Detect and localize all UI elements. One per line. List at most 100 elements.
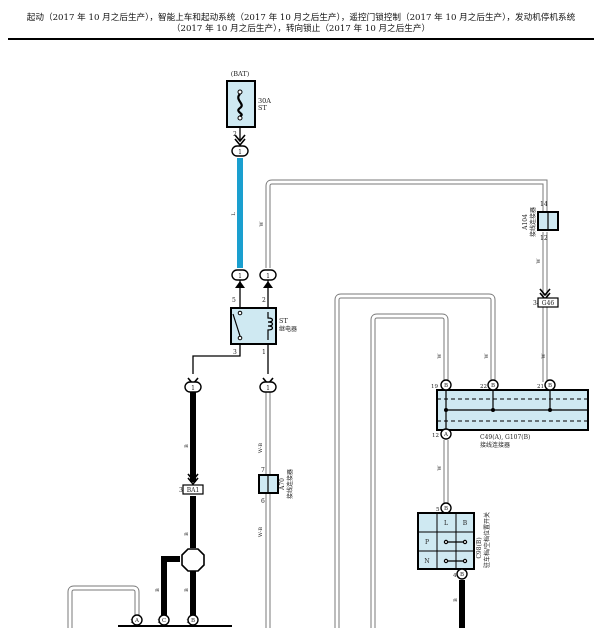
ecu-pin-b: 1 B: [186, 614, 199, 626]
wire-loop-outer: [334, 293, 496, 628]
wire-color-labels: L W B B B B W-B W-B W W W W W B: [155, 212, 547, 602]
svg-text:1: 1: [266, 273, 270, 280]
c98-park-neutral-switch[interactable]: 5 B L B P N 4 B C98(B) 驻车档/空档位置开关: [417, 502, 491, 580]
svg-text:1: 1: [191, 385, 195, 392]
connector-relay-out3: 1: [184, 381, 202, 393]
svg-text:B: B: [155, 588, 161, 592]
svg-text:B: B: [491, 383, 495, 389]
relay-name: ST: [279, 317, 288, 325]
c98-pin-top: 5 B: [436, 502, 452, 514]
a104-desc: 接线连接器: [529, 207, 537, 237]
c49-pin-21: 21 B: [537, 379, 556, 391]
c49-pin-22: 22 B: [480, 379, 499, 391]
title-divider: [8, 38, 594, 40]
svg-text:B: B: [453, 598, 459, 602]
svg-text:C: C: [162, 618, 166, 624]
svg-text:12: 12: [432, 433, 439, 439]
svg-text:W: W: [541, 353, 547, 359]
svg-text:B: B: [184, 532, 190, 536]
connector-relay-in2: 1: [259, 269, 277, 281]
svg-text:L: L: [231, 212, 237, 216]
relay-pin3: 3: [233, 349, 237, 356]
svg-text:4: 4: [453, 573, 457, 579]
ecu-pin-a: 1 A: [130, 614, 143, 626]
relay-switch-icon: [232, 313, 241, 337]
svg-text:21: 21: [537, 384, 544, 390]
relay-coil-icon: [267, 312, 274, 340]
a70-junction-connector[interactable]: 7 6 A70 接线连接器: [258, 467, 294, 505]
c98-p-contact: [443, 539, 468, 545]
fuse-st[interactable]: (BAT) 30A ST 2: [226, 70, 271, 138]
c98-header-b: B: [463, 520, 468, 527]
bottom-ecu[interactable]: 1 A 1 C 1 B: [118, 614, 232, 627]
svg-text:1: 1: [266, 385, 270, 392]
svg-text:1: 1: [238, 149, 242, 156]
fuse-pin: 2: [233, 131, 237, 138]
arrow-up-icon: [263, 281, 273, 288]
arrow-down-icon: [234, 134, 246, 147]
fuse-source-label: (BAT): [231, 70, 250, 78]
svg-text:22: 22: [480, 384, 487, 390]
arrow-up-icon: [235, 281, 245, 288]
svg-text:B: B: [548, 383, 552, 389]
svg-text:W: W: [536, 258, 542, 264]
svg-text:19: 19: [431, 384, 438, 390]
svg-text:34: 34: [533, 300, 541, 307]
c98-pin-bottom: 4 B: [453, 568, 468, 580]
thick-wires: [161, 392, 465, 628]
splice-point: [181, 548, 205, 572]
c49-pin-12: 12 A: [432, 428, 452, 440]
svg-text:12: 12: [540, 235, 548, 242]
a104-junction-connector[interactable]: 14 12 A104 接线连接器: [522, 201, 559, 242]
relay-pin5: 5: [232, 297, 236, 304]
connector-relay-out1: 1: [259, 381, 277, 393]
c98-desc: 驻车档/空档位置开关: [483, 512, 491, 568]
c49-pin-19: 19 B: [431, 379, 452, 391]
c98-name: C98(B): [476, 537, 483, 558]
svg-text:B: B: [184, 444, 190, 448]
fuse-rating: 30A: [258, 97, 271, 105]
up-arrows: [235, 281, 273, 288]
fuse-icon: [237, 93, 243, 118]
a104-name: A104: [522, 214, 529, 231]
svg-text:W-B: W-B: [258, 527, 264, 537]
ecu-pin-c: 1 C: [157, 614, 170, 626]
relay-st[interactable]: 5 2 ST 继电器 3 1: [230, 297, 297, 356]
c49-name: C49(A), G107(B): [480, 434, 530, 441]
arrow-down-icon: [187, 473, 199, 486]
svg-text:B: B: [444, 506, 448, 512]
c98-row-p: P: [425, 539, 429, 546]
ba1-inline-connector: 3 BA1: [179, 484, 204, 495]
relay-pin1: 1: [262, 349, 266, 356]
svg-text:W: W: [484, 353, 490, 359]
a70-desc: 接线连接器: [286, 469, 294, 499]
diagram-title: 起动（2017 年 10 月之后生产），智能上车和起动系统（2017 年 10 …: [0, 13, 602, 35]
svg-text:A: A: [134, 618, 140, 624]
svg-text:A: A: [443, 432, 449, 438]
c49-desc: 接线连接器: [480, 441, 510, 449]
svg-text:1: 1: [238, 273, 242, 280]
title-line-1: 起动（2017 年 10 月之后生产），智能上车和起动系统（2017 年 10 …: [26, 13, 576, 23]
title-line-2: （2017 年 10 月之后生产），转向锁止（2017 年 10 月之后生产）: [171, 24, 431, 34]
svg-text:B: B: [184, 588, 190, 592]
g46-inline-connector: 34 G46: [533, 297, 559, 308]
fuse-name: ST: [258, 104, 267, 112]
c98-row-n: N: [424, 558, 429, 565]
svg-text:B: B: [444, 383, 448, 389]
relay-pin2: 2: [262, 297, 266, 304]
svg-text:14: 14: [540, 201, 548, 208]
c49-junction-connector[interactable]: 19 B 22 B 21 B 12 A C49(A), G107(B) 接线连接…: [431, 379, 589, 449]
wire-left-loop: [67, 585, 140, 628]
connector-fuse-out: 1: [231, 145, 249, 157]
wire-loop-inner: [370, 313, 449, 628]
connector-relay-in5: 1: [231, 269, 249, 281]
svg-text:G46: G46: [542, 300, 555, 307]
svg-text:BA1: BA1: [187, 487, 200, 494]
white-wires: [67, 179, 548, 628]
svg-text:3: 3: [179, 487, 183, 494]
svg-text:7: 7: [261, 467, 265, 474]
svg-text:6: 6: [261, 498, 265, 505]
svg-text:B: B: [191, 618, 195, 624]
svg-text:W: W: [259, 221, 265, 227]
